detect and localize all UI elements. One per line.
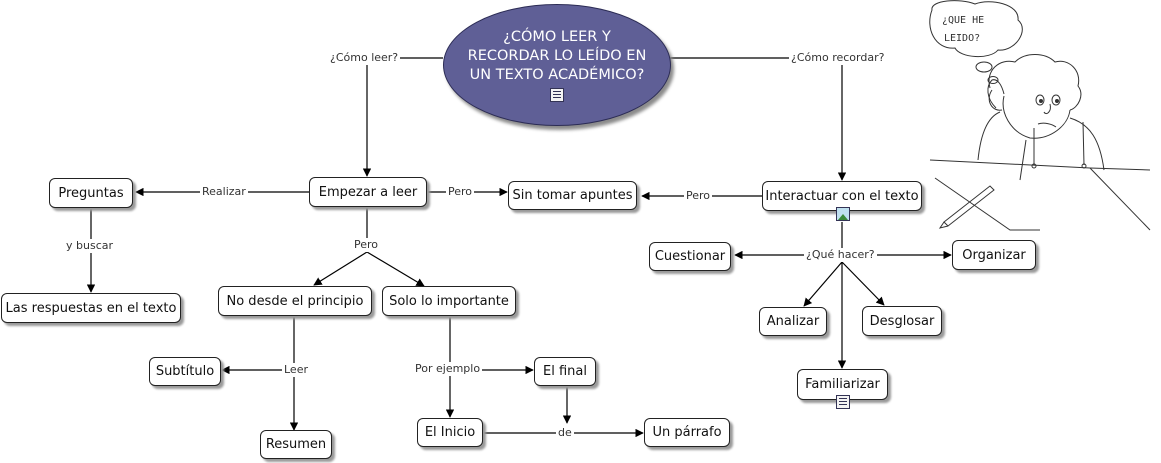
root-title-line-1: ¿CÓMO LEER Y xyxy=(503,29,611,45)
link-label-que-hacer: ¿Qué hacer? xyxy=(804,248,877,262)
node-sin-tomar-apuntes[interactable]: Sin tomar apuntes xyxy=(508,181,637,210)
node-resumen[interactable]: Resumen xyxy=(260,430,332,459)
edge-pero-solo xyxy=(366,251,425,287)
link-label-realizar: Realizar xyxy=(200,185,248,199)
node-el-inicio[interactable]: El Inicio xyxy=(417,418,483,447)
document-icon[interactable] xyxy=(836,395,850,409)
link-label-leer: Leer xyxy=(282,363,310,377)
node-desglosar[interactable]: Desglosar xyxy=(862,306,942,336)
thought-bubble-line-2: LEIDO? xyxy=(944,33,981,44)
node-organizar[interactable]: Organizar xyxy=(952,240,1036,270)
thought-bubble-line-1: ¿QUE HE xyxy=(942,15,985,26)
node-familiarizar[interactable]: Familiarizar xyxy=(797,369,888,400)
image-icon[interactable] xyxy=(836,207,850,221)
edge-pero-nodesde xyxy=(313,251,368,286)
node-no-desde-el-principio[interactable]: No desde el principio xyxy=(218,286,372,316)
edge-root-interactuar xyxy=(668,57,847,181)
link-label-pero: Pero xyxy=(684,189,713,203)
node-empezar-a-leer[interactable]: Empezar a leer xyxy=(309,177,427,207)
document-icon[interactable] xyxy=(550,88,564,102)
link-label-como-recordar: ¿Cómo recordar? xyxy=(789,51,887,65)
edge-root-empezar xyxy=(362,57,443,177)
edge-quehacer-analizar xyxy=(803,261,843,307)
node-el-final[interactable]: El final xyxy=(534,357,596,386)
node-respuestas[interactable]: Las respuestas en el texto xyxy=(1,293,181,323)
root-title-line-2: RECORDAR LO LEÍDO EN xyxy=(467,48,647,64)
node-un-parrafo[interactable]: Un párrafo xyxy=(644,418,730,447)
thinking-student-illustration xyxy=(929,0,1151,231)
link-label-pero: Pero xyxy=(446,185,475,199)
link-label-y-buscar: y buscar xyxy=(64,239,116,253)
node-solo-lo-importante[interactable]: Solo lo importante xyxy=(382,286,516,316)
node-preguntas[interactable]: Preguntas xyxy=(49,178,133,208)
link-label-por-ejemplo: Por ejemplo xyxy=(413,362,483,376)
edge-quehacer-desglosar xyxy=(841,261,885,306)
edge-nodesde-subtitulo xyxy=(221,316,295,375)
node-interactuar[interactable]: Interactuar con el texto xyxy=(762,181,922,211)
node-cuestionar[interactable]: Cuestionar xyxy=(649,242,731,271)
root-title-line-3: UN TEXTO ACADÉMICO? xyxy=(469,67,645,83)
root-topic[interactable]: ¿CÓMO LEER Y RECORDAR LO LEÍDO EN UN TEX… xyxy=(443,4,671,126)
node-subtitulo[interactable]: Subtítulo xyxy=(149,357,221,386)
link-label-pero: Pero xyxy=(352,238,381,252)
node-analizar[interactable]: Analizar xyxy=(759,307,827,336)
link-label-de: de xyxy=(556,426,574,440)
link-label-como-leer: ¿Cómo leer? xyxy=(328,51,401,65)
